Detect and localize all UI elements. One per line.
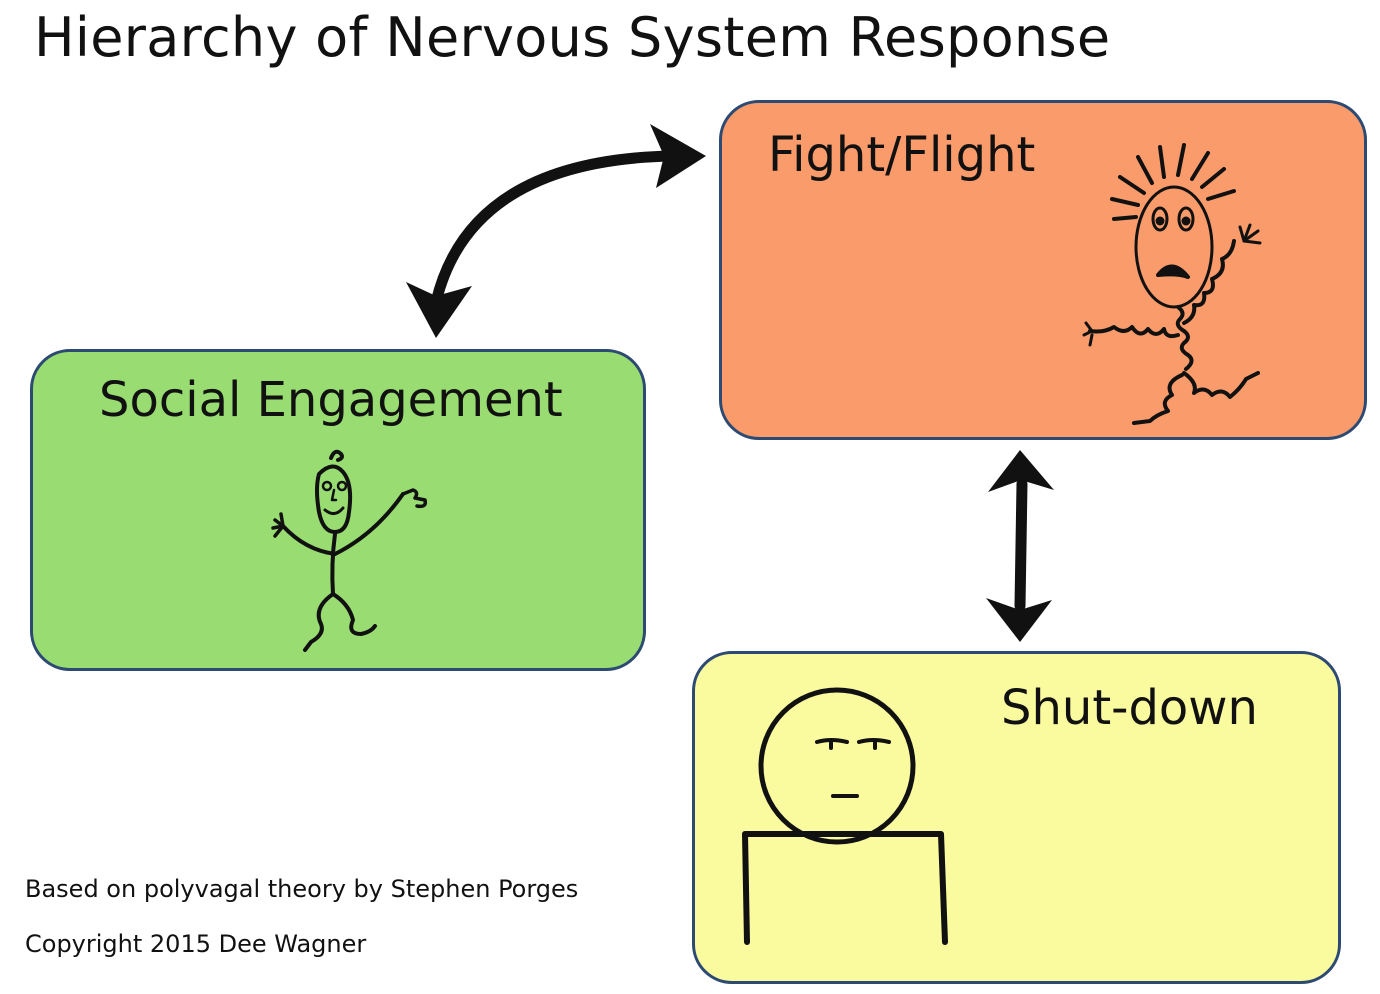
diagram-title: Hierarchy of Nervous System Response: [34, 6, 1111, 69]
calm-stick-figure-icon: [271, 449, 428, 652]
double-arrow-icon: [986, 450, 1054, 642]
shut-down-box: Shut-down: [692, 651, 1341, 984]
copyright-text: Copyright 2015 Dee Wagner: [25, 930, 367, 958]
social-engagement-box: Social Engagement: [30, 349, 646, 671]
fight-flight-box: Fight/Flight: [719, 100, 1367, 440]
shut-down-label: Shut-down: [1001, 680, 1258, 736]
shut-down-face-icon: [742, 687, 948, 945]
fight-flight-label: Fight/Flight: [768, 127, 1036, 183]
double-arrow-icon: [406, 124, 706, 338]
social-engagement-label: Social Engagement: [99, 372, 563, 428]
credit-text: Based on polyvagal theory by Stephen Por…: [25, 875, 579, 903]
scared-stick-figure-icon: [1082, 143, 1262, 425]
